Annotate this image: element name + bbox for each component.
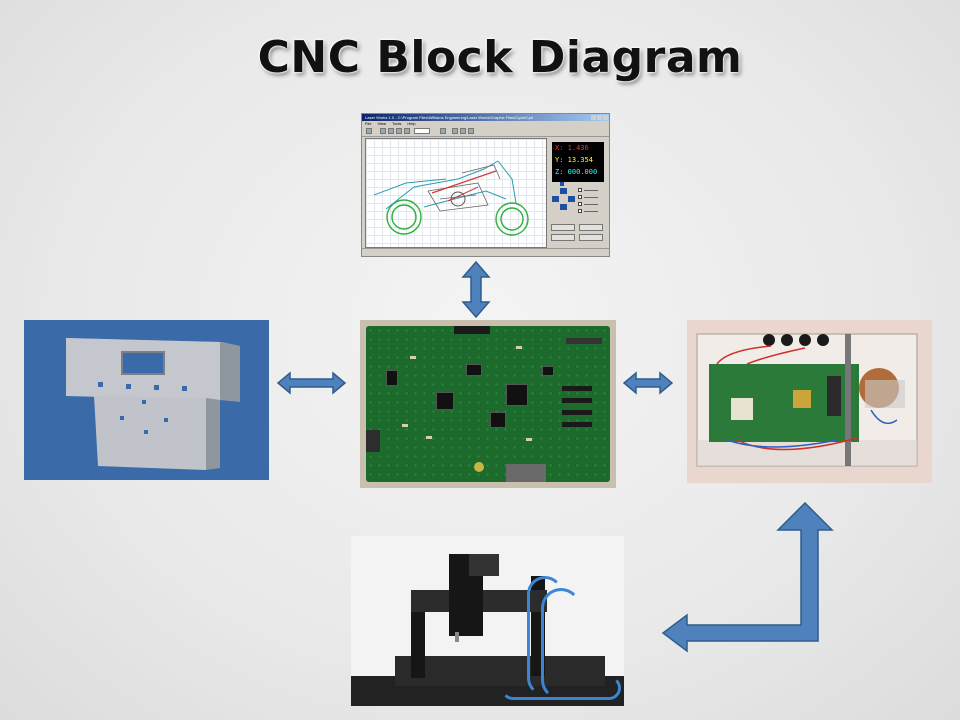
- menu-file: File: [365, 121, 372, 126]
- software-titlebar: Laser Works 1.0 - C:\Program Files\Willi…: [362, 114, 609, 121]
- menu-tools: Tools: [392, 121, 402, 126]
- stepper-driver-box-photo: [687, 320, 932, 483]
- arrow-board-driver: [622, 371, 674, 395]
- software-screenshot: Laser Works 1.0 - C:\Program Files\Willi…: [361, 113, 610, 257]
- cnc-router-photo: [351, 536, 624, 706]
- option-checkbox: [578, 202, 598, 207]
- enclosure-render: [24, 320, 269, 480]
- window-controls: [591, 115, 608, 120]
- jog-left-icon: [552, 196, 559, 202]
- option-checkbox: [578, 209, 598, 214]
- pcb: [366, 326, 610, 482]
- control-panel: X: 1.436 Y: 13.354 Z: 000.000: [548, 138, 606, 246]
- z-axis-value: 000.000: [567, 168, 598, 176]
- panel-button: [551, 224, 575, 231]
- y-axis-label: Y:: [555, 156, 564, 164]
- position-readout: X: 1.436 Y: 13.354 Z: 000.000: [552, 142, 604, 182]
- status-bar: [362, 248, 609, 256]
- arrow-enclosure-board: [276, 371, 347, 395]
- motorcycle-drawing: [373, 160, 529, 236]
- software-toolbar: [362, 127, 609, 137]
- panel-button: [579, 234, 603, 241]
- jog-right-icon: [568, 196, 575, 202]
- software-title-text: Laser Works 1.0 - C:\Program Files\Willi…: [365, 115, 533, 120]
- arrow-driver-router: [661, 501, 834, 653]
- controller-board-photo: [360, 320, 616, 488]
- panel-button: [579, 224, 603, 231]
- menu-view: View: [377, 121, 387, 126]
- page-title: CNC Block Diagram: [257, 32, 743, 83]
- jog-z-up-icon: [560, 182, 564, 186]
- option-checkbox: [578, 195, 598, 200]
- menu-help: Help: [407, 121, 416, 126]
- arrow-software-board: [461, 260, 491, 319]
- jog-down-icon: [560, 204, 567, 210]
- jog-up-icon: [560, 188, 567, 194]
- driver-box-drawing: [696, 333, 918, 467]
- software-menu-bar: File View Tools Help: [362, 121, 609, 127]
- x-axis-label: X:: [555, 144, 564, 152]
- x-axis-value: 1.436: [567, 144, 589, 152]
- panel-button: [551, 234, 575, 241]
- drawing-canvas: [365, 138, 547, 248]
- enclosure-drawing: [66, 338, 240, 470]
- y-axis-value: 13.354: [567, 156, 593, 164]
- z-axis-label: Z:: [555, 168, 564, 176]
- option-checkbox: [578, 188, 598, 193]
